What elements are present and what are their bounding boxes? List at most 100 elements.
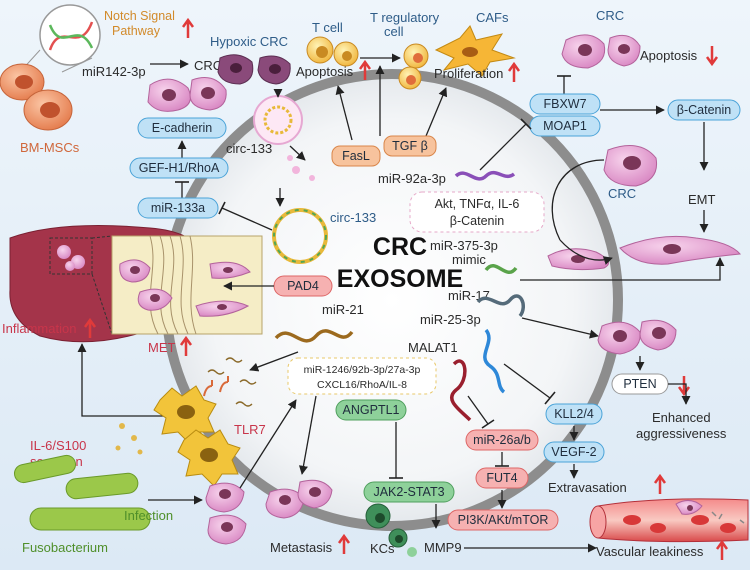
fasl-label: FasL <box>342 149 370 163</box>
mir1246-box <box>287 357 437 395</box>
enhanced-label-2: aggressiveness <box>636 426 727 441</box>
inflammation-up-icon <box>83 317 97 338</box>
crc-top-right-label: CRC <box>596 8 624 23</box>
mir375-label-2: mimic <box>452 252 486 267</box>
blood-vessel-icon <box>589 498 749 543</box>
infection-label: Infection <box>124 508 173 523</box>
crc-cells-top-right <box>561 34 641 69</box>
apoptosis-down-icon <box>705 46 719 67</box>
met-fibers <box>149 235 197 335</box>
mir26-pill <box>465 429 539 451</box>
kcs-cells <box>365 503 417 557</box>
pad4-label: PAD4 <box>287 279 319 293</box>
treg-label-2: cell <box>384 24 404 39</box>
notch-magnifier <box>39 4 101 66</box>
mesenchymal-cells <box>547 235 741 271</box>
pten-label: PTEN <box>623 377 656 391</box>
pi3k-pill <box>447 509 559 531</box>
extravasation-label: Extravasation <box>548 480 627 495</box>
circ133-ring-icon <box>272 208 328 264</box>
malat1-strand-icon <box>450 359 472 422</box>
vascular-up-icon <box>715 539 729 560</box>
fusobacterium-icon <box>13 454 151 531</box>
e-cadherin-label: E-cadherin <box>152 121 212 135</box>
pi3k-label: PI3K/AKt/mTOR <box>458 513 549 527</box>
metastasis-cells <box>265 479 333 519</box>
mir21-label: miR-21 <box>322 302 364 317</box>
mir1246-label-1: miR-1246/92b-3p/27a-3p <box>304 364 421 376</box>
mir133a-label: miR-133a <box>151 201 205 215</box>
treg-label-1: T regulatory <box>370 10 440 25</box>
fusobacterium-label: Fusobacterium <box>22 540 108 555</box>
t-cells <box>306 36 359 67</box>
metastasis-up-icon <box>337 533 351 554</box>
macrophage-cells <box>153 385 241 487</box>
akt-box <box>409 191 545 233</box>
crc-cells-top-left <box>147 77 227 112</box>
beta-catenin-label: β-Catenin <box>677 103 731 117</box>
vegf-label: VEGF-2 <box>551 445 596 459</box>
treg-cells <box>398 43 429 90</box>
cafs-cells <box>434 25 516 77</box>
circ133-vesicle <box>253 95 303 145</box>
tlr7-receptor-icon <box>203 380 213 397</box>
beta-catenin-pill <box>667 99 741 121</box>
tlr7-label: TLR7 <box>234 422 266 437</box>
tgfb-pill <box>383 135 437 157</box>
mir375-label-1: miR-375-3p <box>430 238 498 253</box>
fbxw7-label: FBXW7 <box>543 97 586 111</box>
mir375-strand-icon <box>484 264 518 274</box>
mir25-strand-icon <box>483 328 506 394</box>
met-zoom-panel <box>111 235 263 335</box>
moap1-pill <box>529 115 601 137</box>
met-cells <box>119 259 251 317</box>
center-title-exosome: EXOSOME <box>337 265 463 293</box>
crc-cells-mid-right <box>603 145 658 187</box>
notch-label-2: Pathway <box>112 24 161 38</box>
crc-cells-pten <box>597 319 677 355</box>
fut4-pill <box>475 467 529 489</box>
mir17-strand-icon <box>476 294 525 318</box>
mir142-label: miR142-3p <box>82 64 146 79</box>
akt-label-1: Akt, TNFα, IL-6 <box>435 197 520 211</box>
akt-label-2: β-Catenin <box>450 214 504 228</box>
mir1246-label-2: CXCL16/RhoA/IL-8 <box>317 379 407 391</box>
mir92-label: miR-92a-3p <box>378 171 446 186</box>
kcs-label: KCs <box>370 541 395 556</box>
bm-mscs-label: BM-MSCs <box>20 140 80 155</box>
mir26-label: miR-26a/b <box>473 433 531 447</box>
infected-crc-cells <box>205 482 247 545</box>
circ133-small-ring-icon <box>263 105 293 135</box>
emt-label: EMT <box>688 192 716 207</box>
jak-label: JAK2-STAT3 <box>373 485 444 499</box>
angptl1-pill <box>335 399 407 421</box>
t-apoptosis-up-icon <box>358 59 372 80</box>
crc-top-left-label: CRC <box>194 58 222 73</box>
enhanced-label-1: Enhanced <box>652 410 711 425</box>
moap1-label: MOAP1 <box>543 119 587 133</box>
t-apoptosis-label: Apoptosis <box>296 64 354 79</box>
malat1-label: MALAT1 <box>408 340 458 355</box>
e-cadherin-pill <box>137 117 227 139</box>
angptl1-label: ANGPTL1 <box>343 403 400 417</box>
crc-apoptosis-label: Apoptosis <box>640 48 698 63</box>
met-up-icon <box>179 335 193 356</box>
hypoxic-crc-label: Hypoxic CRC <box>210 34 288 49</box>
mirna-fragments-icon <box>207 357 257 407</box>
center-title-crc: CRC <box>373 233 427 261</box>
mmp9-label: MMP9 <box>424 540 462 555</box>
bm-msc-cells <box>0 63 73 131</box>
mir17-label: miR-17 <box>448 288 490 303</box>
hypoxic-crc-cells <box>217 54 291 85</box>
fut4-label: FUT4 <box>486 471 517 485</box>
crc-mid-right-label: CRC <box>608 186 636 201</box>
kll-label: KLL2/4 <box>554 407 594 421</box>
gef-pill <box>129 157 229 179</box>
metastasis-label: Metastasis <box>270 540 333 555</box>
mir92-strand-icon <box>454 170 516 181</box>
notch-up-arrow-icon <box>181 17 195 38</box>
tgfb-label: TGF β <box>392 139 428 153</box>
pten-down-icon <box>677 376 691 397</box>
